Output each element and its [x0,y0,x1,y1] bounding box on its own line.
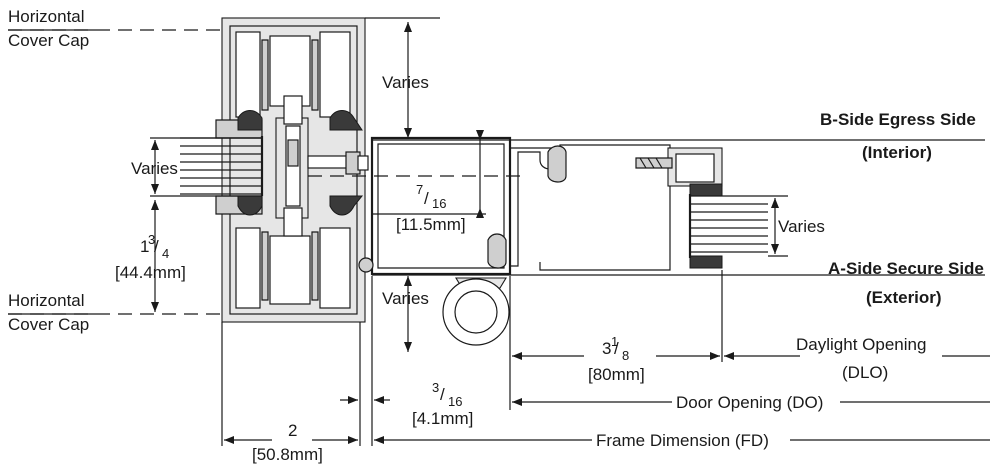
a-side-label-line1: A-Side Secure Side [828,259,984,278]
dim-3-16-num: 3 [432,380,439,395]
dim-3-1-8-den: 8 [622,348,629,363]
varies-bottom-label: Varies [382,289,429,308]
frame-section [180,17,369,323]
dim-7-16-den: 16 [432,196,446,211]
glass-infill-right [688,194,768,258]
dim-1-3-4-num: 3 [148,232,155,247]
varies-left-label: Varies [131,159,178,178]
svg-text:/: / [614,339,619,358]
dlo-label-line2: (DLO) [842,363,888,382]
a-side-label-line2: (Exterior) [866,288,942,307]
dim-3-1-8-num: 1 [611,334,618,349]
svg-text:/: / [154,237,159,256]
top-cover-cap-label-line1: Horizontal [8,7,85,26]
door-stile [358,136,985,346]
dlo-label-line1: Daylight Opening [796,335,926,354]
dim-3-1-8-mm: [80mm] [588,365,645,384]
dim-1-3-4-den: 4 [162,246,169,261]
bottom-cover-cap-label-line2: Cover Cap [8,315,89,334]
dim-3-16-den: 16 [448,394,462,409]
dim-1-3-4-mm: [44.4mm] [115,263,186,282]
dim-2-whole: 2 [288,421,297,440]
top-cover-cap-label-line2: Cover Cap [8,31,89,50]
dim-7-16-mm: [11.5mm] [396,215,466,234]
svg-text:/: / [424,189,429,208]
door-pull-handle [442,277,510,346]
dim-1-3-4-whole: 1 [140,237,149,256]
b-side-label-line2: (Interior) [862,143,932,162]
dim-3-1-8-whole: 3 [602,339,611,358]
svg-text:/: / [440,385,445,404]
door-opening-label: Door Opening (DO) [676,393,823,412]
dim-2-mm: [50.8mm] [252,445,323,464]
b-side-label-line1: B-Side Egress Side [820,110,976,129]
bottom-cover-cap-label-line1: Horizontal [8,291,85,310]
varies-right-label: Varies [778,217,825,236]
frame-dimension-label: Frame Dimension (FD) [596,431,769,450]
dim-3-16-mm: [4.1mm] [412,409,473,428]
dimension-lines [150,17,990,446]
varies-top-label: Varies [382,73,429,92]
dim-7-16-num: 7 [416,182,423,197]
